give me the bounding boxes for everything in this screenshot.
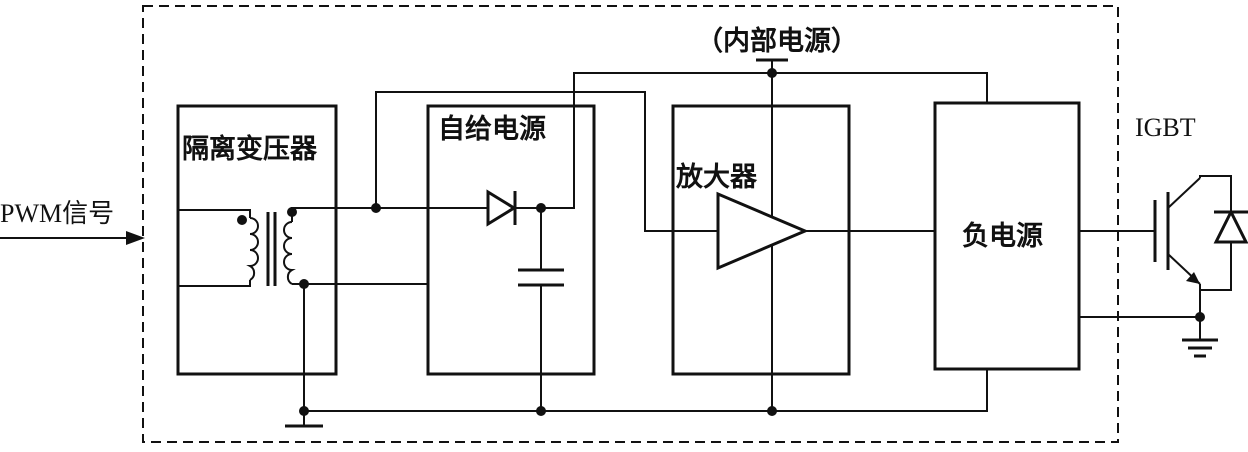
amplifier-block	[671, 104, 851, 376]
dashed-enclosure	[142, 5, 1119, 443]
isolation-transformer-block	[176, 104, 338, 376]
supply-rail-wiring	[375, 58, 988, 411]
igbt-ground-icon	[1182, 338, 1218, 358]
amplifier-label: 放大器	[675, 161, 758, 193]
diode-icon	[486, 189, 541, 227]
pwm-signal-label: PWM信号	[0, 199, 114, 228]
transformer-coil-icon	[237, 207, 297, 286]
igbt-label: IGBT	[1135, 113, 1196, 142]
pwm-input-arrow	[0, 231, 145, 245]
self-power-supply-block	[426, 104, 596, 376]
negative-supply-output-wiring	[1079, 230, 1200, 318]
self-power-supply-label: 自给电源	[438, 113, 546, 145]
capacitor-icon	[518, 208, 564, 411]
amplifier-icon	[716, 191, 935, 271]
ground-bus-wiring	[285, 369, 988, 428]
junction-dots	[299, 68, 1205, 416]
negative-power-supply-block	[933, 101, 1081, 371]
transformer-primary-wiring	[178, 209, 251, 287]
igbt-icon	[1153, 175, 1248, 340]
isolation-transformer-label: 隔离变压器	[182, 133, 318, 165]
internal-power-supply-label: （内部电源）	[696, 25, 858, 57]
negative-power-supply-label: 负电源	[962, 221, 1043, 252]
secondary-output-wiring	[291, 207, 488, 411]
